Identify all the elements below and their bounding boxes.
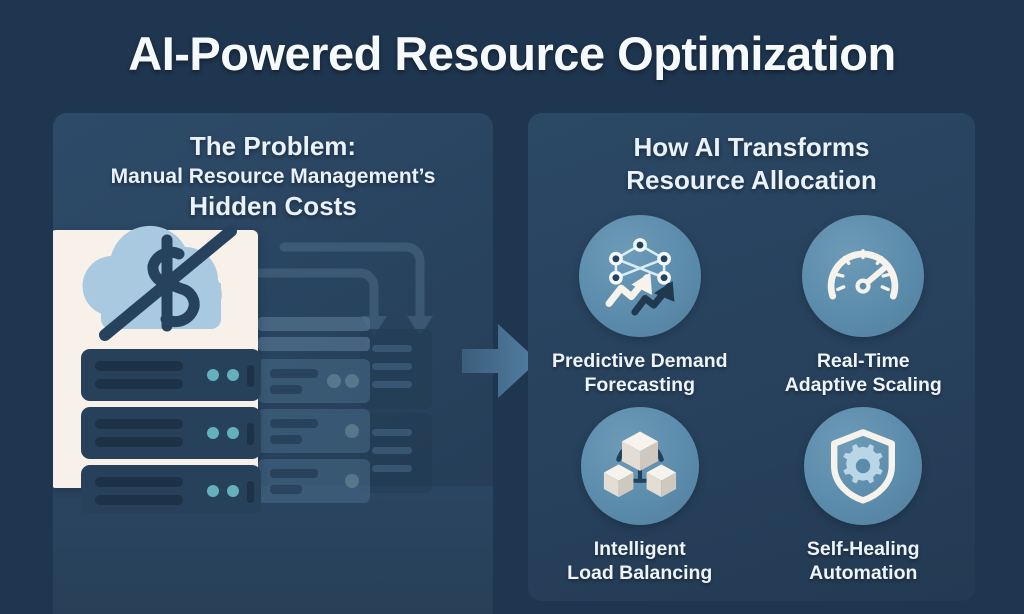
solution-panel: How AI Transforms Resource Allocation (528, 113, 975, 601)
shield-with-gear-icon (831, 429, 896, 504)
feature-grid: Predictive Demand Forecasting (528, 211, 975, 591)
trend-arrow-dark (631, 281, 675, 316)
problem-panel: The Problem: Manual Resource Management’… (53, 113, 493, 614)
feature-intelligent-load-balancing[interactable]: Intelligent Load Balancing (528, 403, 752, 591)
feature-label: Real-Time Adaptive Scaling (784, 350, 942, 396)
feature-label: Self-Healing Automation (806, 538, 920, 584)
problem-heading-line2: Manual Resource Management’s (110, 164, 436, 188)
icon-circle (578, 215, 701, 337)
cube-right (646, 464, 676, 498)
solution-panel-heading: How AI Transforms Resource Allocation (528, 131, 975, 196)
solution-heading-line1: How AI Transforms (633, 132, 870, 162)
icon-circle (802, 215, 925, 337)
problem-heading-line1: The Problem: (189, 131, 357, 161)
cube-left (603, 464, 634, 498)
problem-heading-line3: Hidden Costs (189, 191, 357, 222)
strike-through-line (99, 225, 237, 341)
feature-label: Predictive Demand Forecasting (551, 350, 728, 396)
problem-panel-heading: The Problem: Manual Resource Management’… (53, 131, 493, 223)
neural-network-trend-up-icon (605, 238, 675, 316)
feature-label: Intelligent Load Balancing (567, 538, 713, 584)
feature-real-time-adaptive-scaling[interactable]: Real-Time Adaptive Scaling (752, 211, 976, 399)
icon-circle (580, 407, 699, 525)
icon-circle (804, 407, 923, 525)
transition-arrow-icon (462, 324, 538, 398)
feature-self-healing-automation[interactable]: Self-Healing Automation (752, 403, 976, 591)
feature-predictive-demand-forecasting[interactable]: Predictive Demand Forecasting (528, 211, 752, 399)
trend-arrow-light (605, 272, 652, 307)
solution-heading-line2: Resource Allocation (626, 164, 877, 195)
cube-top (621, 431, 658, 471)
gear-icon (843, 444, 884, 484)
connected-cubes-network-icon (603, 431, 676, 498)
cloud-and-server-illustration (81, 225, 261, 513)
server-stack-icon (81, 349, 261, 513)
speedometer-gauge-icon (827, 249, 899, 300)
page-title: AI-Powered Resource Optimization (128, 27, 896, 80)
background-server-racks (249, 242, 433, 503)
